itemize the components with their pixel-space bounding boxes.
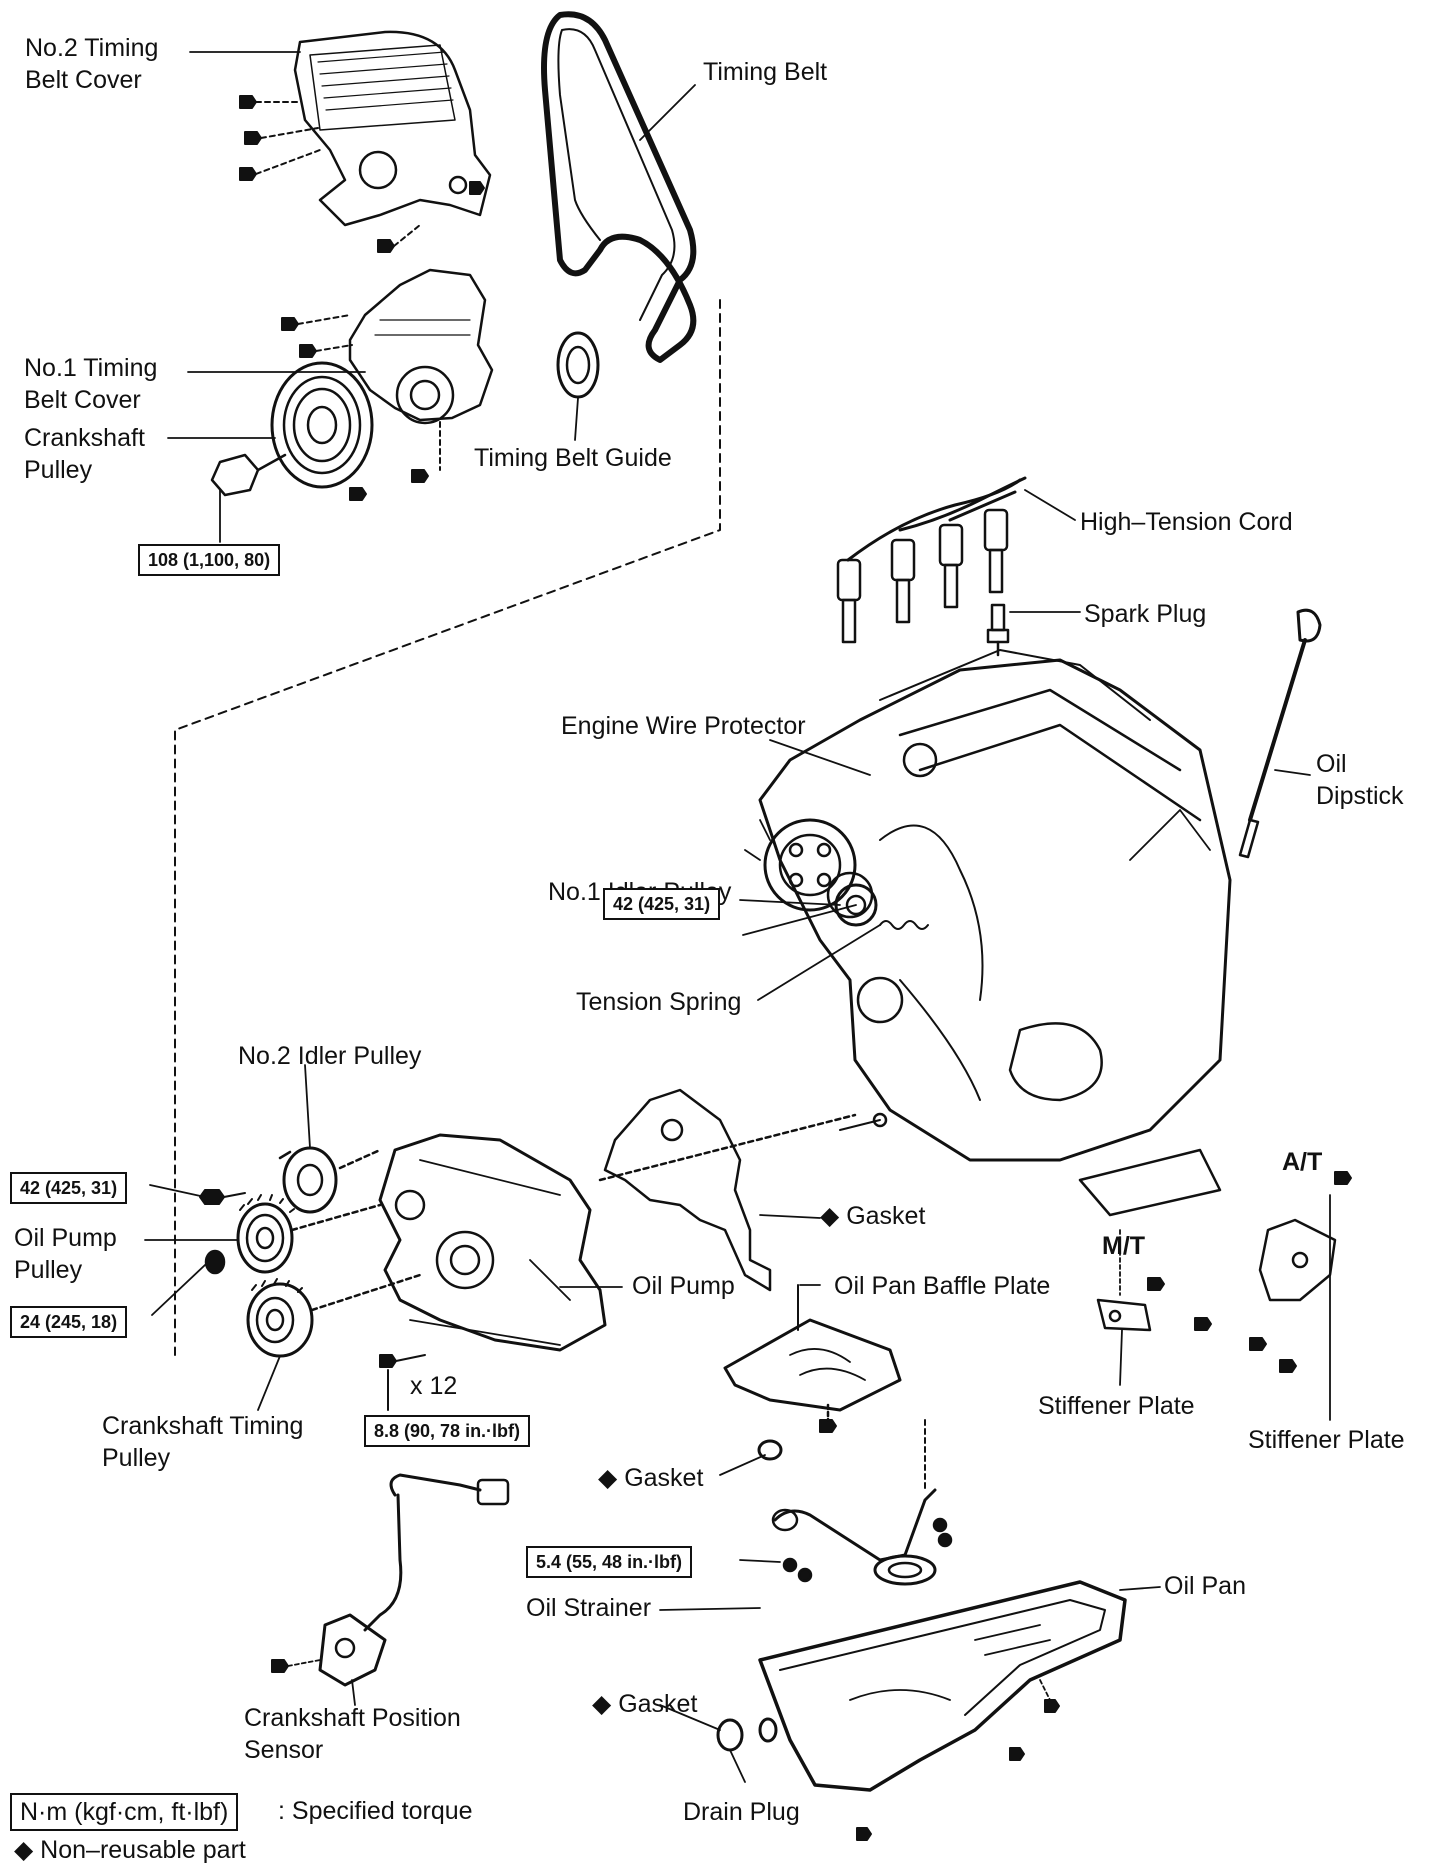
- label-no2-timing-belt-cover: No.2 Timing Belt Cover: [25, 34, 159, 94]
- torque-oil-pump-bolts: 8.8 (90, 78 in.·lbf): [364, 1415, 531, 1447]
- leader-lines: [144, 51, 1331, 1783]
- legend-torque-box: N·m (kgf·cm, ft·lbf): [10, 1793, 239, 1831]
- timing-belt-guide-drawing: [556, 331, 600, 399]
- gasket-text: Gasket: [624, 1464, 704, 1492]
- oil-pan-drawing: [758, 1580, 1127, 1841]
- label-gasket-strainer: ◆ Gasket: [598, 1462, 703, 1494]
- drain-plug-drawing: [716, 1717, 778, 1752]
- gasket-text: Gasket: [618, 1690, 698, 1718]
- oil-pump-bolt-drawing: [379, 1354, 426, 1411]
- label-at: A/T: [1282, 1148, 1323, 1176]
- label-engine-wire-protector: Engine Wire Protector: [561, 712, 806, 740]
- high-tension-cord-drawing: [836, 476, 1027, 644]
- torque-no1-idler-pulley-bolt: 42 (425, 31): [603, 888, 721, 920]
- oil-strainer-drawing: [771, 1419, 953, 1586]
- crankshaft-pulley-drawing: [210, 361, 374, 497]
- nonreusable-marker: ◆: [598, 1464, 618, 1492]
- oil-dipstick-drawing: [1238, 608, 1322, 859]
- alignment-dashed-line: [174, 299, 721, 1356]
- label-oil-pump-pulley: Oil Pump Pulley: [14, 1224, 117, 1284]
- label-bolt-count: x 12: [410, 1372, 458, 1400]
- no1-cover-bolts: [281, 314, 441, 501]
- torque-oil-pump-pulley-nut: 24 (245, 18): [10, 1306, 128, 1338]
- label-drain-plug: Drain Plug: [683, 1798, 800, 1826]
- label-crankshaft-position-sensor: Crankshaft Position Sensor: [244, 1704, 461, 1764]
- oil-pump-gasket-drawing: [598, 1088, 857, 1292]
- label-crankshaft-pulley: Crankshaft Pulley: [24, 424, 145, 484]
- label-oil-pan-baffle-plate: Oil Pan Baffle Plate: [834, 1272, 1051, 1300]
- nonreusable-marker: ◆: [820, 1202, 840, 1230]
- no2-idler-bolt-drawing: [199, 1189, 246, 1205]
- oil-pump-pulley-drawing: [236, 1194, 382, 1274]
- torque-oil-strainer-nuts: 5.4 (55, 48 in.·lbf): [526, 1546, 693, 1578]
- engine-block-drawing: [744, 649, 1232, 1217]
- label-tension-spring: Tension Spring: [576, 988, 742, 1016]
- torque-no2-idler-pulley-bolt: 42 (425, 31): [10, 1172, 128, 1204]
- label-stiffener-plate-at: Stiffener Plate: [1248, 1426, 1405, 1454]
- label-high-tension-cord: High–Tension Cord: [1080, 508, 1293, 536]
- crankshaft-timing-pulley-drawing: [246, 1273, 422, 1358]
- torque-crankshaft-pulley-bolt: 108 (1,100, 80): [138, 544, 281, 576]
- label-oil-pan: Oil Pan: [1164, 1572, 1246, 1600]
- label-oil-dipstick: Oil Dipstick: [1316, 750, 1404, 810]
- gasket-text: Gasket: [846, 1202, 926, 1230]
- tension-spring-drawing: [879, 920, 929, 930]
- label-timing-belt: Timing Belt: [703, 58, 828, 86]
- label-no2-idler-pulley: No.2 Idler Pulley: [238, 1042, 422, 1070]
- crankshaft-position-sensor-drawing: [271, 1473, 510, 1687]
- oil-pump-pulley-nut-drawing: [204, 1249, 226, 1275]
- label-stiffener-plate-mt: Stiffener Plate: [1038, 1392, 1195, 1420]
- strainer-gasket-drawing: [757, 1439, 783, 1461]
- label-no1-timing-belt-cover: No.1 Timing Belt Cover: [24, 354, 158, 414]
- label-mt: M/T: [1102, 1232, 1146, 1260]
- label-oil-pump: Oil Pump: [632, 1272, 735, 1300]
- oil-pan-baffle-plate-drawing: [723, 1284, 902, 1433]
- no2-timing-belt-cover-drawing: [293, 30, 492, 227]
- spark-plug-drawing: [986, 603, 1010, 657]
- no2-cover-bolts: [239, 95, 485, 253]
- no1-timing-belt-cover-drawing: [348, 268, 494, 425]
- label-spark-plug: Spark Plug: [1084, 600, 1207, 628]
- legend-torque-text: : Specified torque: [278, 1797, 473, 1825]
- label-timing-belt-guide: Timing Belt Guide: [474, 444, 672, 472]
- label-crankshaft-timing-pulley: Crankshaft Timing Pulley: [102, 1412, 304, 1472]
- no2-idler-pulley-drawing: [278, 1146, 382, 1214]
- stiffener-plate-mt-drawing: [1096, 1229, 1212, 1332]
- legend-nonreusable: ◆ Non–reusable part: [14, 1836, 246, 1864]
- label-gasket-drain: ◆ Gasket: [592, 1688, 697, 1720]
- nonreusable-marker: ◆: [592, 1690, 612, 1718]
- oil-pump-drawing: [378, 1133, 607, 1352]
- stiffener-plate-at-drawing: [1249, 1171, 1352, 1373]
- timing-belt-drawing: [541, 11, 697, 363]
- label-gasket-oil-pump: ◆ Gasket: [820, 1200, 925, 1232]
- label-oil-strainer: Oil Strainer: [526, 1594, 652, 1622]
